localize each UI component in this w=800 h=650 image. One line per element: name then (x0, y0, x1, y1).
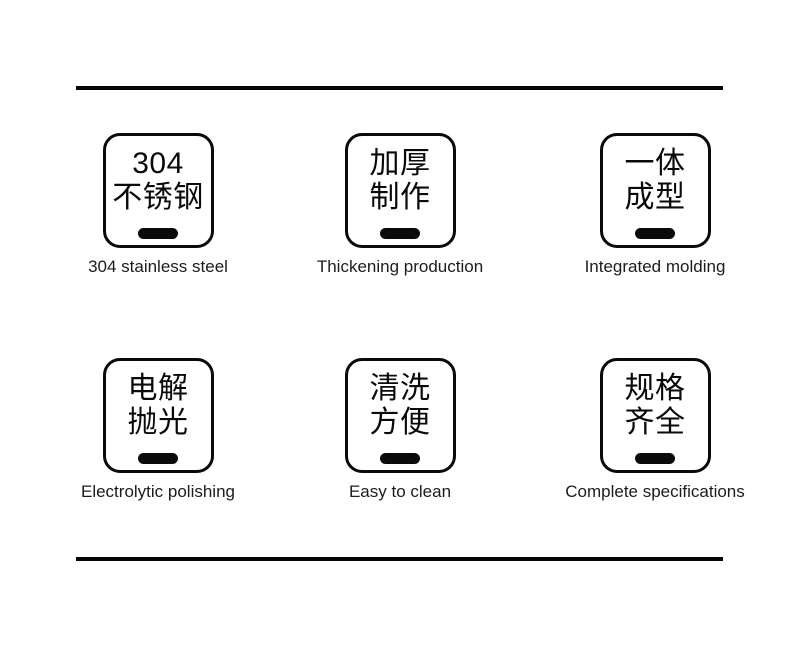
dash-icon (380, 453, 420, 464)
feature-tile-easy-to-clean: 清洗 方便 Easy to clean (285, 358, 515, 502)
dash-icon (635, 453, 675, 464)
feature-title-line1: 规格 (624, 372, 686, 405)
feature-title-line2: 齐全 (624, 406, 686, 439)
feature-tile-integrated-molding: 一体 成型 Integrated molding (540, 133, 770, 277)
feature-title-line1: 电解 (127, 372, 189, 405)
feature-caption: Thickening production (316, 257, 484, 276)
feature-badge: 一体 成型 (599, 133, 711, 248)
feature-badge: 电解 抛光 (102, 358, 214, 473)
feature-badge: 清洗 方便 (344, 358, 456, 473)
feature-tile-thickening-production: 加厚 制作 Thickening production (285, 133, 515, 277)
feature-tile-electrolytic-polishing: 电解 抛光 Electrolytic polishing (43, 358, 273, 502)
feature-caption: Easy to clean (348, 482, 452, 501)
bottom-divider (76, 557, 723, 561)
top-divider (76, 86, 723, 90)
dash-icon (380, 228, 420, 239)
feature-caption: Electrolytic polishing (80, 482, 235, 501)
dash-icon (138, 453, 178, 464)
feature-title-line2: 不锈钢 (112, 181, 204, 214)
dash-icon (635, 228, 675, 239)
feature-title-line1: 清洗 (369, 372, 431, 405)
dash-icon (138, 228, 178, 239)
feature-title-line1: 加厚 (369, 147, 431, 180)
feature-tile-304-stainless-steel: 304 不锈钢 304 stainless steel (43, 133, 273, 277)
feature-badge: 加厚 制作 (344, 133, 456, 248)
feature-title-line2: 抛光 (127, 406, 189, 439)
feature-badge: 规格 齐全 (599, 358, 711, 473)
feature-caption: 304 stainless steel (88, 257, 228, 276)
feature-badge: 304 不锈钢 (102, 133, 214, 248)
feature-title-line2: 方便 (369, 406, 431, 439)
feature-title-line1: 一体 (624, 147, 686, 180)
feature-caption: Complete specifications (565, 482, 745, 501)
feature-tile-complete-specifications: 规格 齐全 Complete specifications (540, 358, 770, 502)
feature-title-line2: 制作 (369, 181, 431, 214)
feature-caption: Integrated molding (584, 257, 726, 276)
feature-title-line1: 304 (132, 147, 184, 180)
feature-title-line2: 成型 (624, 181, 686, 214)
